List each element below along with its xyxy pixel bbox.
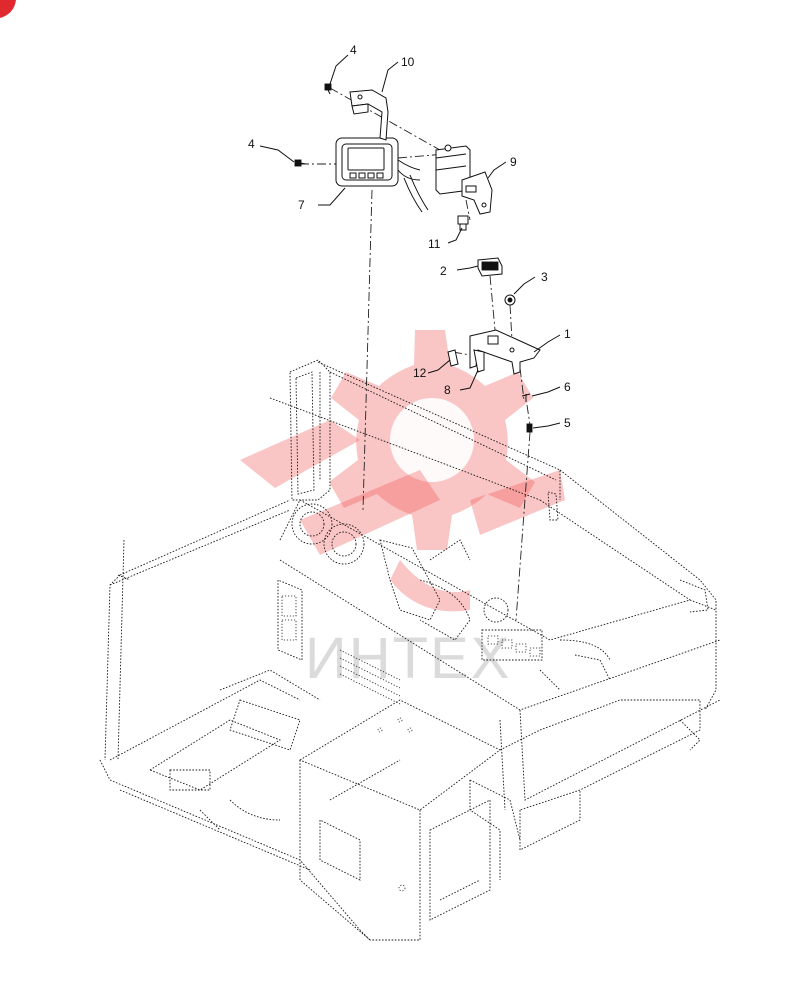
- cab-frame: [99, 359, 721, 941]
- display-monitor: [335, 137, 429, 213]
- callout-2: 2: [440, 264, 447, 278]
- callout-1: 1: [564, 327, 571, 341]
- callout-5: 5: [564, 416, 571, 430]
- screw-9: [457, 215, 469, 231]
- callout-4-upper: 4: [350, 43, 357, 57]
- washer-6: [521, 393, 531, 402]
- callout-10: 7: [298, 198, 305, 212]
- corner-badge: [0, 0, 16, 18]
- rocker-switch-2: [477, 257, 503, 277]
- callout-labels: 4 10 4 9 7 11 2 3 1 12 8 6 5: [248, 43, 571, 430]
- callout-9: 11: [428, 237, 441, 251]
- callout-7: 9: [510, 155, 517, 169]
- callout-6: 6: [564, 380, 571, 394]
- nut-3: [504, 294, 516, 306]
- callout-leaders: [259, 54, 561, 429]
- watermark-text: ИНТЕХ: [305, 626, 511, 691]
- switch-plate-1: [469, 329, 541, 375]
- watermark-logo: [240, 330, 565, 612]
- callout-4-lower: 4: [248, 137, 255, 151]
- screw-5: [526, 423, 533, 433]
- mount-bracket-7: [435, 144, 493, 215]
- screw-4-upper: [324, 83, 332, 95]
- callout-8: 10: [401, 55, 415, 69]
- screw-4-lower: [294, 159, 307, 167]
- clip-12: [447, 349, 459, 367]
- callout-12: 12: [413, 366, 427, 380]
- bracket-8: [349, 89, 389, 141]
- callout-11: 8: [444, 383, 451, 397]
- callout-3: 3: [541, 270, 548, 284]
